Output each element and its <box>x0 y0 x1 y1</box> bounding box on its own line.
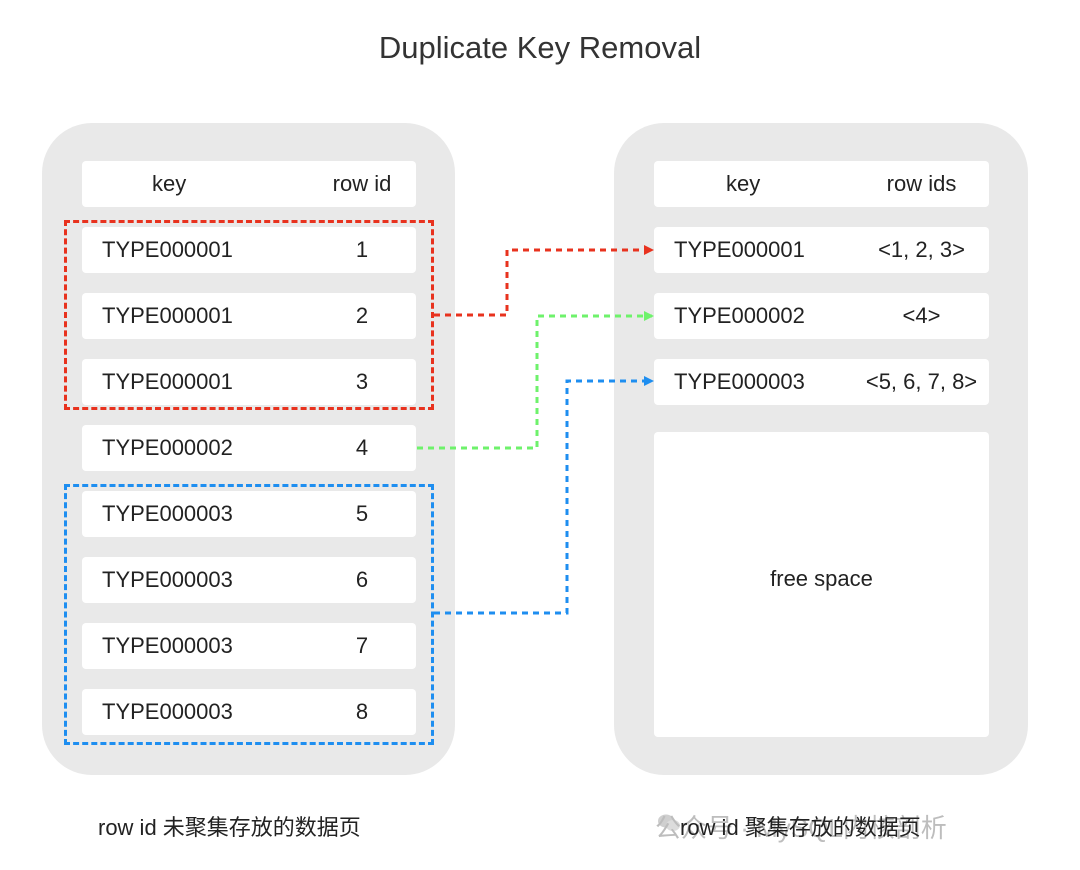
row-id: 4 <box>355 435 369 460</box>
right-header-key: key <box>726 171 761 196</box>
row-key: TYPE000003 <box>102 567 233 592</box>
left-table-row: TYPE000003 6 <box>82 557 416 603</box>
right-header-row-ids: row ids <box>886 171 957 196</box>
row-key: TYPE000003 <box>102 633 233 658</box>
left-table-row: TYPE000002 4 <box>82 425 416 471</box>
watermark: 公众号 · MySQL内核剖析 <box>655 813 947 843</box>
red-duplicate-group-outline <box>64 220 434 410</box>
row-id: 5 <box>355 501 369 526</box>
row-key: TYPE000001 <box>674 237 805 262</box>
right-table-row: TYPE000003 <5, 6, 7, 8> <box>654 359 989 405</box>
free-space-area: free space <box>654 432 989 737</box>
wechat-icon <box>658 814 680 831</box>
left-table-row: TYPE000001 1 <box>82 227 416 273</box>
row-key: TYPE000003 <box>102 501 233 526</box>
right-table-row: TYPE000002 <4> <box>654 293 989 339</box>
right-table-row: TYPE000001 <1, 2, 3> <box>654 227 989 273</box>
row-key: TYPE000001 <box>102 303 233 328</box>
row-key: TYPE000002 <box>102 435 233 460</box>
left-header-key: key <box>152 171 187 196</box>
row-id: 3 <box>355 369 369 394</box>
row-id: 8 <box>355 699 369 724</box>
left-table-row: TYPE000001 3 <box>82 359 416 405</box>
row-id: 2 <box>355 303 369 328</box>
left-table-row: TYPE000003 7 <box>82 623 416 669</box>
row-key: TYPE000002 <box>674 303 805 328</box>
row-key: TYPE000003 <box>674 369 805 394</box>
row-ids: <1, 2, 3> <box>878 237 965 262</box>
diagram-title: Duplicate Key Removal <box>378 30 702 65</box>
left-table-row: TYPE000003 5 <box>82 491 416 537</box>
left-table-row: TYPE000001 2 <box>82 293 416 339</box>
left-table-header: key row id <box>82 161 416 207</box>
row-key: TYPE000003 <box>102 699 233 724</box>
row-key: TYPE000001 <box>102 237 233 262</box>
row-key: TYPE000001 <box>102 369 233 394</box>
row-ids: <4> <box>902 303 941 328</box>
left-page-caption: row id 未聚集存放的数据页 <box>98 815 361 840</box>
row-id: 1 <box>355 237 369 262</box>
left-table-row: TYPE000003 8 <box>82 689 416 735</box>
row-id: 6 <box>355 567 369 592</box>
row-ids: <5, 6, 7, 8> <box>865 369 978 394</box>
free-space-label: free space <box>770 566 873 591</box>
blue-duplicate-group-outline <box>64 484 434 745</box>
right-page-caption: row id 聚集存放的数据页 <box>680 815 921 840</box>
left-header-row-id: row id <box>332 171 392 196</box>
row-id: 7 <box>355 633 369 658</box>
right-table-header: key row ids <box>654 161 989 207</box>
